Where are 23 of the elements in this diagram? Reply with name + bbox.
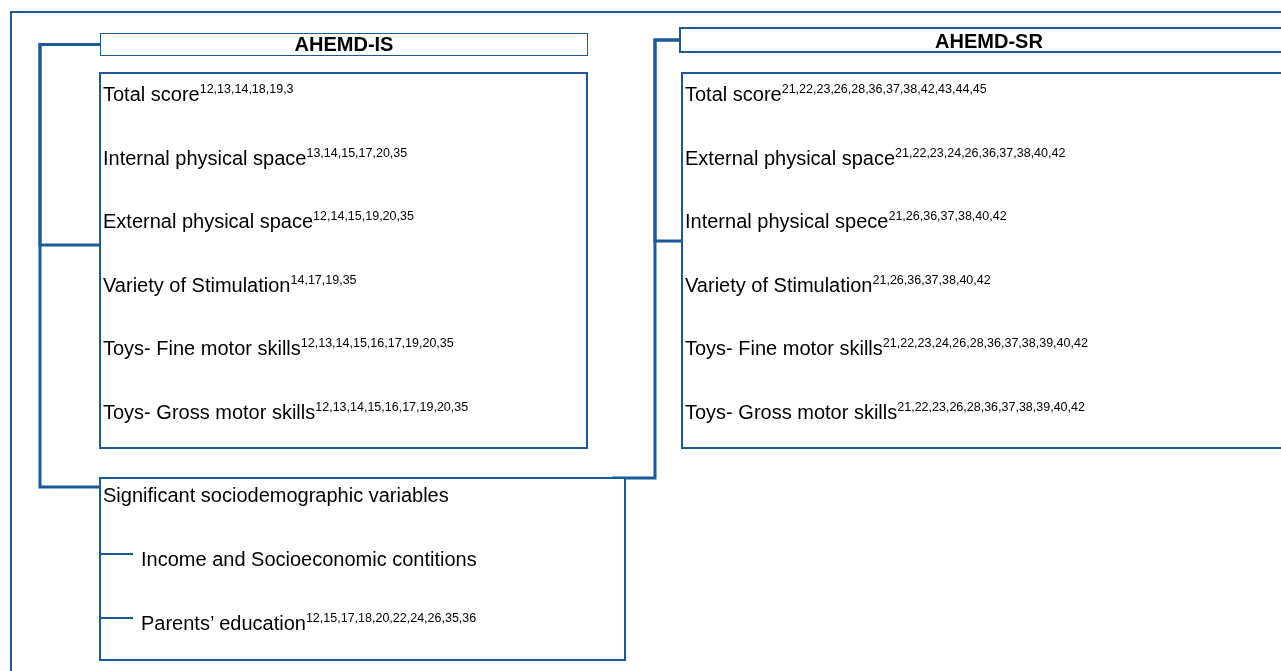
list-item: Parents’ education$^{12,15,17,18,20,22,24,26,35,36}$	[141, 611, 477, 636]
list-item: Total score$^{21,22,23,26,28,36,37,38,42,43,44,45}$	[685, 82, 987, 107]
list-item: Toys- Gross motor skills$^{12,13,14,15,16,17,19,20,35}$	[103, 399, 469, 425]
list-item: Internal physical spece$^{21,26,36,37,38,40,42}$	[685, 209, 1007, 234]
list-item: External physical space$^{21,22,23,24,26,36,37,38,40,42}$	[685, 145, 1066, 171]
list-item: Toys- Fine motor skills$^{12,13,14,15,16,17,19,20,35}$	[103, 336, 454, 361]
bracket-connector	[38, 43, 100, 489]
list-item: Variety of Stimulation$^{14,17,19,35}$	[103, 272, 357, 298]
list-item: Toys- Gross motor skills$^{21,22,23,26,28,36,37,38,39,40,42}$	[685, 399, 1085, 425]
list-item: Toys- Fine motor skills$^{21,22,23,24,26,28,36,37,38,39,40,42}$	[685, 336, 1088, 361]
list-item: Variety of Stimulation$^{21,26,36,37,38,40,42}$	[685, 272, 991, 298]
list-item: Total score$^{12,13,14,18,19,3}$	[103, 82, 294, 107]
list-item: Income and Socioeconomic contitions	[141, 547, 477, 571]
heading-box	[679, 27, 1281, 53]
heading-box	[100, 33, 588, 56]
section-heading: AHEMD-SR	[934, 29, 1044, 53]
list-item: Internal physical space$^{13,14,15,17,20,35}$	[103, 145, 408, 171]
category-box	[99, 477, 626, 661]
category-box	[99, 72, 588, 449]
category-box	[681, 72, 1281, 449]
list-item: External physical space$^{12,14,15,19,20,35}$	[103, 209, 414, 234]
section-heading: AHEMD-IS	[293, 34, 395, 55]
group-heading: Significant sociodemographic variables	[103, 483, 449, 507]
